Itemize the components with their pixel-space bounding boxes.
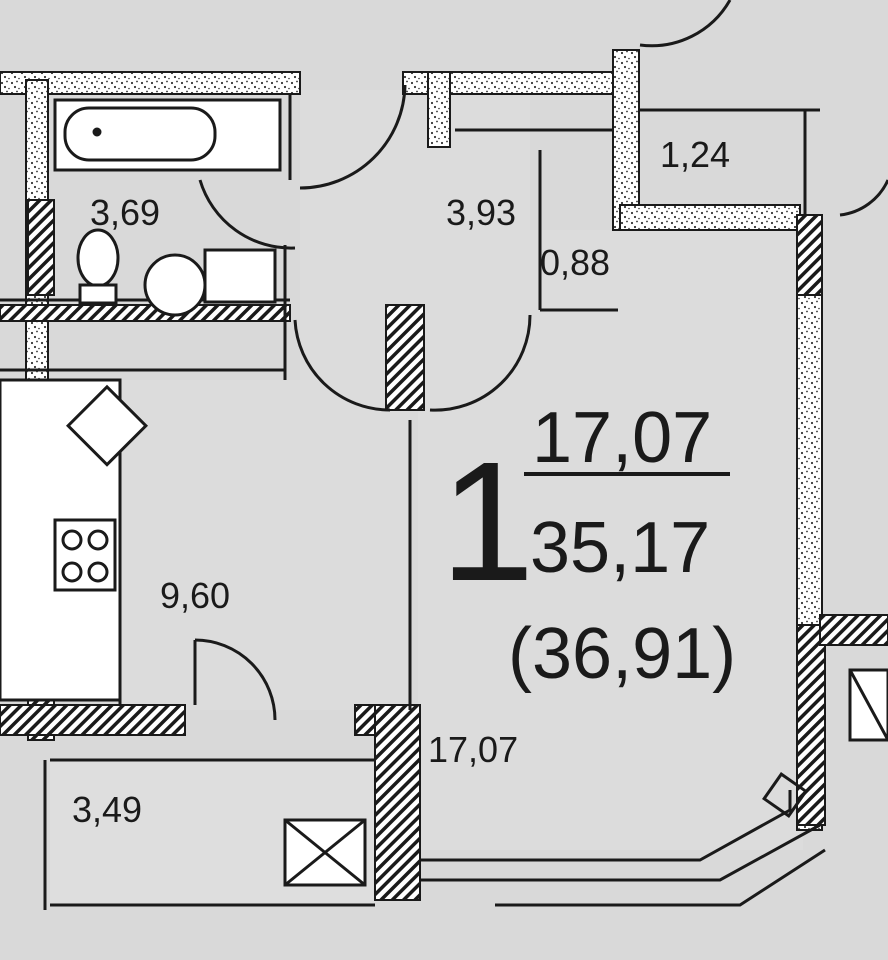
wall-pillar-2	[385, 304, 425, 411]
window-corner	[762, 772, 808, 818]
floor-areas	[50, 90, 803, 905]
burner-4	[87, 561, 109, 583]
room-window-line	[420, 790, 792, 862]
loggia-area-label: 3,49	[72, 789, 142, 830]
hall-corner-wall	[427, 71, 451, 148]
room-count: 1	[440, 427, 535, 617]
total-with-balcony: (36,91)	[508, 614, 736, 694]
washing-machine	[203, 248, 277, 304]
living-area: 17,07	[532, 398, 712, 478]
kitchen-floor	[120, 380, 410, 710]
burner-1	[61, 529, 83, 551]
closet-area-label: 0,88	[540, 242, 610, 283]
wall-pillar-1	[27, 199, 55, 296]
outer-door-swing	[639, 0, 732, 48]
right-box-cross	[848, 669, 888, 741]
washbasin	[143, 253, 207, 317]
room-right-pillar-low	[796, 624, 826, 826]
room-area-label: 17,07	[428, 729, 518, 770]
loggia-box-cross-2	[284, 818, 366, 887]
kitchen-sink	[65, 384, 149, 467]
right-edge-wall	[819, 614, 888, 646]
room-window-line-outer	[420, 823, 821, 882]
bath-door-swing	[198, 179, 296, 250]
hall-area-label: 3,93	[446, 192, 516, 233]
kitchen-bottom-wall	[0, 704, 186, 736]
closet-right-wall	[612, 49, 640, 231]
balcony-top-area-label: 1,24	[660, 134, 730, 175]
balcony-door-swing	[839, 179, 888, 217]
room-floor	[418, 230, 803, 850]
doors	[193, 0, 888, 721]
fixtures	[0, 98, 888, 887]
toilet	[76, 228, 120, 288]
room-right-pillar	[796, 214, 823, 296]
kitchen-door-swing	[293, 319, 391, 412]
balcony-outer-line	[495, 848, 826, 907]
toilet-tank	[78, 283, 118, 305]
kitchen-top-wall	[0, 304, 291, 322]
room-top-wall	[619, 204, 801, 231]
kitchen-stove	[53, 518, 117, 592]
burner-3	[61, 561, 83, 583]
burner-2	[87, 529, 109, 551]
bathtub-inner	[63, 106, 217, 162]
top-wall-left	[0, 71, 301, 95]
apartment-summary: 1 17,07 35,17 (36,91)	[440, 398, 736, 694]
speckled-walls	[0, 49, 823, 831]
area-labels: 3,69 3,93 0,88 1,24 9,60 17,07 3,49	[72, 134, 730, 830]
loggia-door-swing	[194, 638, 277, 721]
loggia-pillar	[374, 704, 421, 901]
kitchen-area-label: 9,60	[160, 575, 230, 616]
bathtub-drain	[92, 127, 102, 137]
total-area: 35,17	[530, 508, 710, 588]
bathroom-area-label: 3,69	[90, 192, 160, 233]
room-door-swing	[429, 314, 532, 412]
entry-door-swing	[299, 84, 407, 190]
